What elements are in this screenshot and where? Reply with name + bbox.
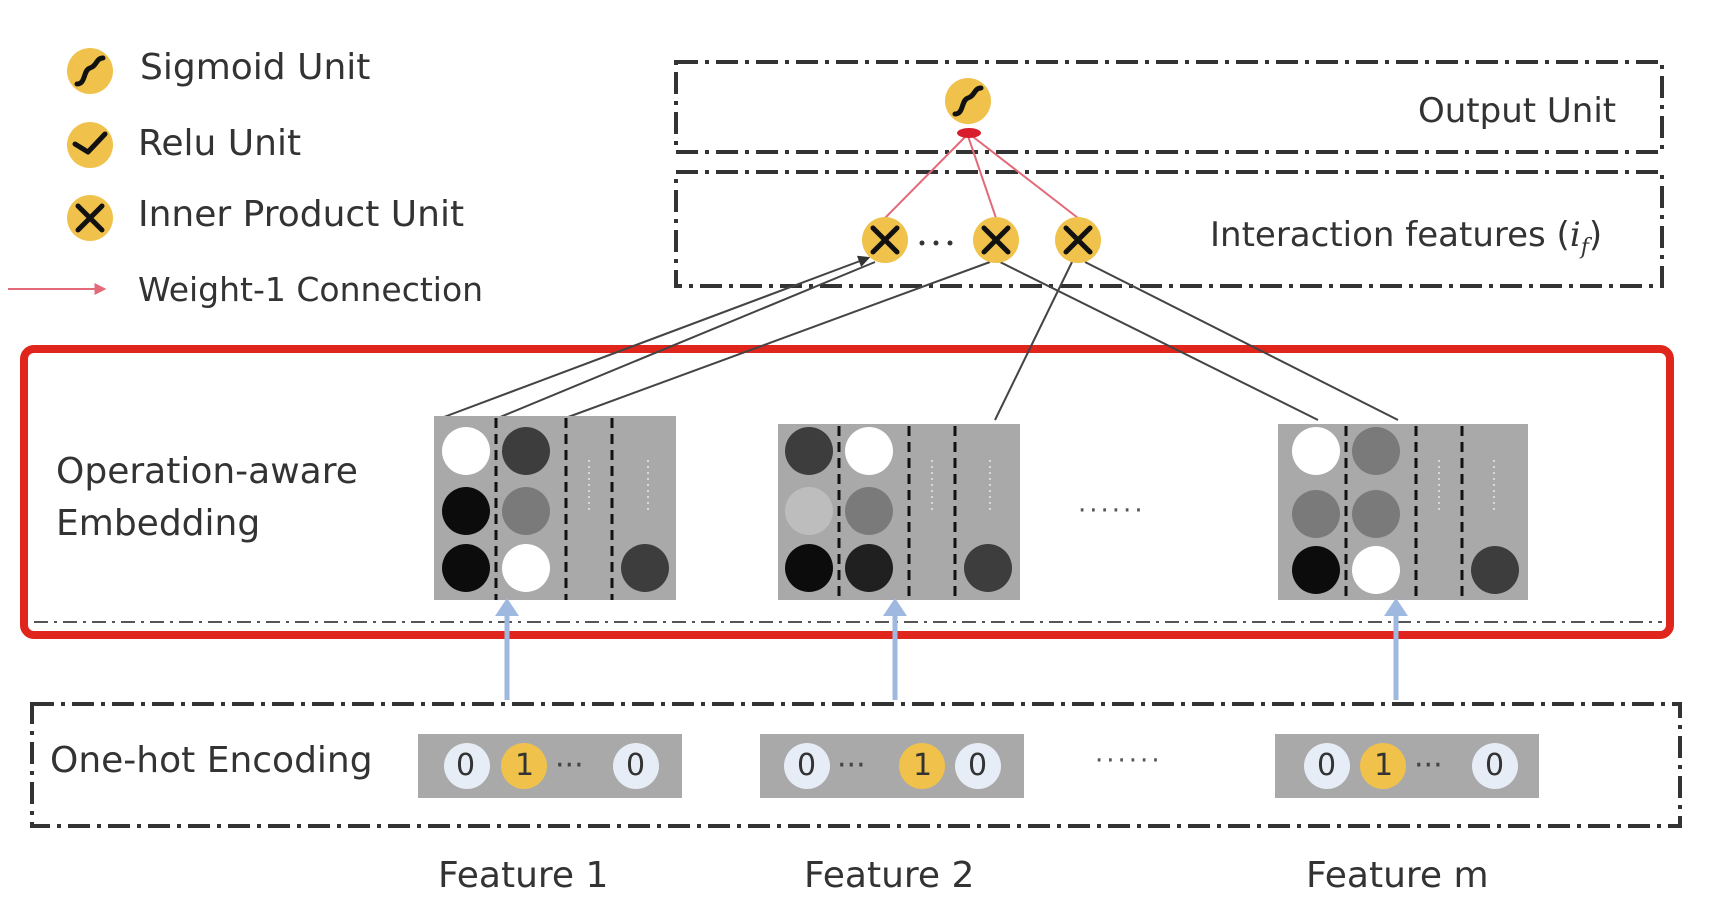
onehot-1-dots: ··· [555,748,584,783]
legend-sigmoid-label: Sigmoid Unit [140,47,371,88]
onehot-1-value-1: 1 [515,748,535,783]
legend-relu-label: Relu Unit [138,123,302,164]
inner-product-dots [919,240,953,246]
onehot-2-dots: ··· [837,748,866,783]
embedding-label-line1: Operation-aware [56,451,358,492]
interaction-prefix: Interaction features ( [1210,215,1570,255]
relu-unit-icon [67,122,113,168]
output-layer-box [674,60,1664,154]
onehot-bar-1 [418,734,682,798]
onehot-1-value-last: 0 [626,748,646,783]
embedding-connections [435,255,1399,421]
onehot-2-value-0: 0 [797,748,817,783]
sigmoid-unit-icon [67,48,113,94]
onehot-1-value-0: 0 [456,748,476,783]
embedding-ellipsis: ······ [1078,496,1146,526]
inner-product-unit-1-icon [862,217,908,263]
onehot-2-value-1: 1 [913,748,933,783]
onehot-bar-2 [760,734,1024,798]
embedding-panel-2 [778,424,1020,600]
inner-product-unit-2-icon [973,217,1019,263]
inner-product-unit-3-icon [1055,217,1101,263]
inner-product-unit-icon [67,195,113,241]
legend [8,48,113,295]
interaction-features-label: Interaction features (if) [1210,218,1602,259]
onehot-ellipsis: ······ [1095,746,1163,776]
onehot-m-value-last: 0 [1485,748,1505,783]
onehot-2-value-last: 0 [968,748,988,783]
legend-weight1-label: Weight-1 Connection [138,270,484,309]
weight-1-connections [884,135,1079,219]
input-arrows [495,598,1408,700]
interaction-var-sub: f [1580,234,1589,260]
embedding-panel-m [1278,424,1528,600]
onehot-encoding-label: One-hot Encoding [50,740,373,781]
onehot-m-value-0: 0 [1317,748,1337,783]
onehot-bar-m [1275,734,1539,798]
embedding-label-line2: Embedding [56,503,261,545]
onehot-m-dots: ··· [1414,748,1443,783]
output-junction [957,128,981,138]
onehot-layer-box [30,702,1682,828]
embedding-panel-1 [434,416,676,600]
legend-inner-product-label: Inner Product Unit [138,194,465,235]
output-sigmoid-icon [945,78,991,124]
feature-m-label: Feature m [1306,855,1489,896]
output-unit-label: Output Unit [1418,91,1617,131]
interaction-var: i [1569,215,1581,255]
embedding-layer-label: Operation-aware Embedding [56,446,358,550]
onehot-m-value-1: 1 [1374,748,1394,783]
feature-2-label: Feature 2 [804,855,975,896]
feature-1-label: Feature 1 [438,855,609,896]
interaction-suffix: ) [1588,215,1603,255]
interaction-layer-box [674,170,1664,288]
embedding-highlight-box [20,345,1674,639]
